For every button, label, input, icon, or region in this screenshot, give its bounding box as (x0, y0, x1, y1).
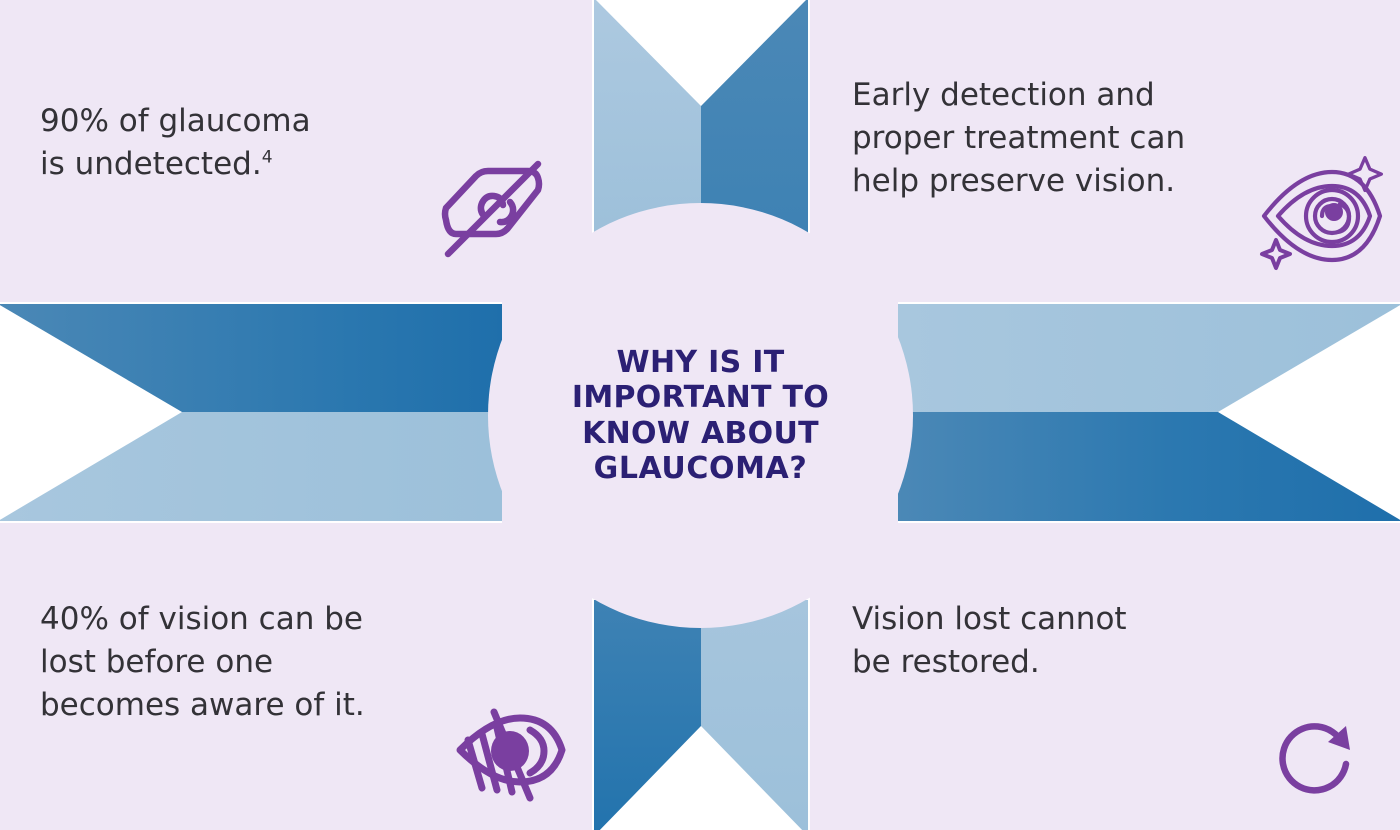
restore-arrow-icon (1279, 723, 1350, 794)
page-title: WHY IS IT IMPORTANT TO KNOW ABOUT GLAUCO… (551, 345, 851, 487)
center-circle: WHY IS IT IMPORTANT TO KNOW ABOUT GLAUCO… (488, 203, 913, 628)
ribbon-arrow-left (0, 304, 502, 521)
fact-text-top-left: 90% of glaucoma is undetected.4 (40, 100, 311, 186)
fact-block-bottom-right: Vision lost cannot be restored. (852, 598, 1252, 684)
eye-sparkle-icon (1260, 156, 1383, 270)
ribbon-arrow-top (594, 0, 808, 234)
fact-text-bottom-left: 40% of vision can be lost before one bec… (40, 601, 365, 723)
fact-block-top-right: Early detection and proper treatment can… (852, 74, 1282, 202)
fact-text-bottom-right: Vision lost cannot be restored. (852, 601, 1127, 680)
fact-block-bottom-left: 40% of vision can be lost before one bec… (40, 598, 470, 726)
eye-off-icon (441, 160, 543, 258)
center-title-line-3: KNOW ABOUT (582, 415, 819, 451)
eye-blurred-icon (456, 708, 566, 802)
ribbon-arrow-bottom (594, 600, 808, 830)
ribbon-arrow-right (898, 304, 1400, 521)
footnote-marker-top-left: 4 (261, 147, 273, 168)
fact-block-top-left: 90% of glaucoma is undetected.4 (40, 100, 460, 186)
center-title-line-4: GLAUCOMA? (593, 450, 808, 486)
center-title-line-1: WHY IS IT (616, 344, 785, 380)
fact-text-top-right: Early detection and proper treatment can… (852, 77, 1186, 199)
center-title-line-2: IMPORTANT TO (571, 380, 830, 416)
fact-body-top-left: 90% of glaucoma is undetected. (40, 103, 311, 182)
